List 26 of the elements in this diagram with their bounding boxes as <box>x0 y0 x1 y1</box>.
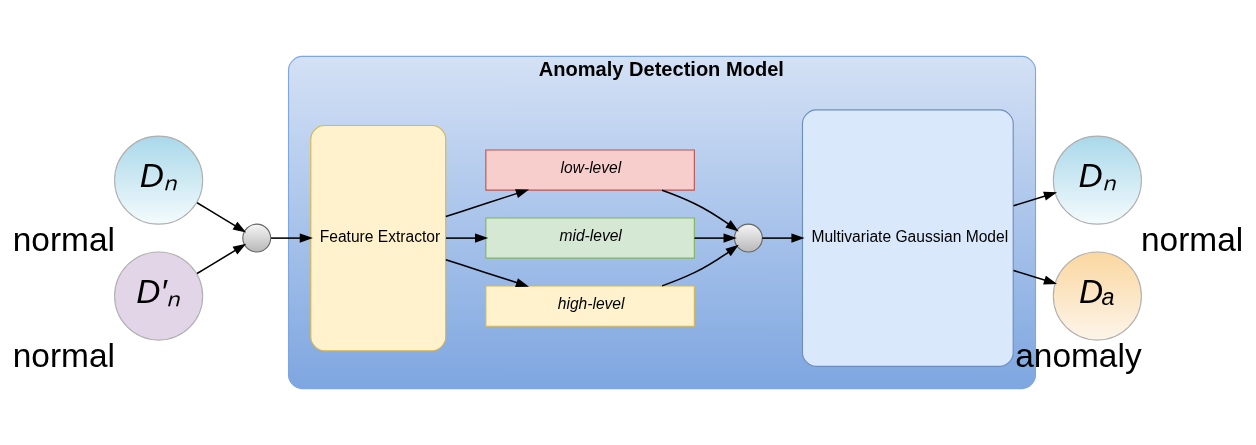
node-label: normal <box>1141 220 1244 258</box>
node-circle <box>733 223 763 253</box>
arrow <box>445 258 530 287</box>
arrow <box>661 244 739 287</box>
arrow <box>445 233 489 243</box>
arrow <box>196 243 247 275</box>
node-box: high-level <box>485 285 695 327</box>
node-box: Multivariate Gaussian Model <box>801 109 1014 367</box>
node-box: Feature Extractor <box>310 124 447 352</box>
node-circle: Dₙ <box>114 135 204 225</box>
arrow <box>196 201 247 233</box>
arrow <box>693 233 737 243</box>
arrow <box>270 233 313 243</box>
node-box: low-level <box>485 149 695 191</box>
arrow <box>761 233 805 243</box>
node-circle: D′ₙ <box>114 251 204 341</box>
node-circle <box>242 223 272 253</box>
arrow <box>445 189 530 218</box>
arrow <box>661 189 739 232</box>
arrow <box>1012 269 1058 285</box>
node-circle: Dₐ <box>1052 251 1142 341</box>
node-label: normal <box>12 336 115 374</box>
node-circle: Dₙ <box>1052 135 1142 225</box>
node-box: mid-level <box>485 217 695 259</box>
arrow <box>1012 191 1058 207</box>
node-label: normal <box>12 220 115 258</box>
